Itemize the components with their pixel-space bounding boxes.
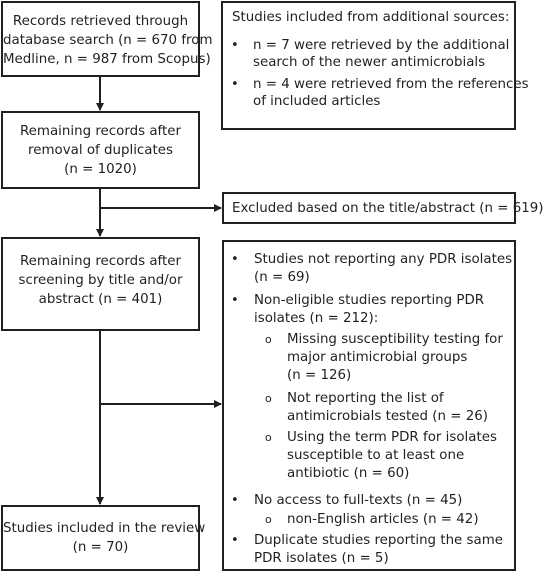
studies-included-line2: (n = 70)	[72, 540, 129, 555]
after-duplicates-box: Remaining records after removal of dupli…	[1, 111, 200, 189]
exclusion-item-4-line1: Duplicate studies reporting the same	[254, 533, 504, 548]
exclusion-item-4-line2: PDR isolates (n = 5)	[254, 551, 389, 566]
after-screening-line2: screening by title and/or	[18, 273, 183, 288]
after-screening-line3: abstract (n = 401)	[38, 292, 163, 307]
exclusion-item-2-line2: isolates (n = 212):	[254, 311, 379, 326]
exclusion-item-2-sub-1-line1: Missing susceptibility testing for	[287, 332, 503, 347]
exclusion-item-1-line1: Studies not reporting any PDR isolates	[254, 252, 513, 267]
exclusion-item-2-sub-3-line1: Using the term PDR for isolates	[287, 430, 497, 445]
bullet-icon: •	[231, 38, 239, 53]
after-duplicates-line3: (n = 1020)	[64, 162, 137, 177]
exclusion-item-2-sub-2-line2: antimicrobials tested (n = 26)	[287, 409, 488, 424]
exclusion-item-2-sub-3-line2: susceptible to at least one	[287, 448, 465, 463]
records-retrieved-line2: database search (n = 670 from	[3, 33, 213, 48]
after-duplicates-line2: removal of duplicates	[28, 143, 173, 158]
additional-source-item-1-line1: n = 7 were retrieved by the additional	[253, 38, 510, 53]
sub-bullet-icon: o	[265, 333, 272, 346]
bullet-icon: •	[231, 533, 239, 548]
exclusion-item-3-sub-1-line1: non-English articles (n = 42)	[287, 512, 479, 527]
sub-bullet-icon: o	[265, 392, 272, 405]
additional-source-item-1-line2: search of the newer antimicrobials	[253, 55, 486, 70]
exclusion-item-2-sub-2-line1: Not reporting the list of	[287, 391, 444, 406]
sub-bullet-icon: o	[265, 513, 272, 526]
additional-source-item-2-line1: n = 4 were retrieved from the references	[253, 77, 529, 92]
studies-included-box: Studies included in the review (n = 70)	[1, 505, 206, 571]
after-screening-box: Remaining records after screening by tit…	[1, 237, 200, 331]
exclusion-reasons-box: • Studies not reporting any PDR isolates…	[222, 240, 516, 571]
exclusion-item-2-sub-1-line2: major antimicrobial groups	[287, 350, 468, 365]
bullet-icon: •	[231, 293, 239, 308]
studies-included-line1: Studies included in the review	[3, 521, 206, 536]
sub-bullet-icon: o	[265, 431, 272, 444]
after-duplicates-line1: Remaining records after	[19, 124, 182, 139]
exclusion-item-2-line1: Non-eligible studies reporting PDR	[254, 293, 485, 308]
additional-sources-box: Studies included from additional sources…	[221, 1, 529, 130]
bullet-icon: •	[231, 252, 239, 267]
bullet-icon: •	[231, 493, 239, 508]
additional-sources-title: Studies included from additional sources…	[232, 10, 510, 25]
flow-connectors	[96, 76, 222, 505]
excluded-title-box: Excluded based on the title/abstract (n …	[222, 192, 544, 224]
exclusion-item-3-line1: No access to full-texts (n = 45)	[254, 493, 463, 508]
exclusion-item-2-sub-3-line3: antibiotic (n = 60)	[287, 466, 410, 481]
records-retrieved-line1: Records retrieved through	[12, 14, 189, 29]
exclusion-item-1-line2: (n = 69)	[254, 270, 310, 285]
after-screening-line1: Remaining records after	[19, 254, 182, 269]
records-retrieved-line3: Medline, n = 987 from Scopus)	[3, 52, 211, 67]
excluded-title-label: Excluded based on the title/abstract (n …	[232, 201, 544, 216]
exclusion-item-2-sub-1-line3: (n = 126)	[287, 368, 352, 383]
records-retrieved-box: Records retrieved through database searc…	[1, 1, 213, 77]
bullet-icon: •	[231, 77, 239, 92]
additional-source-item-2-line2: of included articles	[253, 94, 381, 109]
